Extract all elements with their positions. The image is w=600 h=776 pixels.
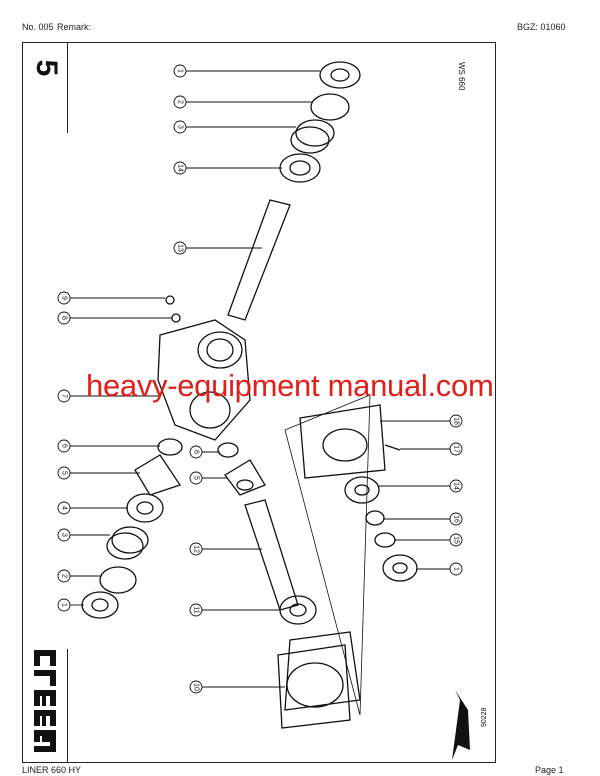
parts-outline	[81, 61, 418, 729]
callout-label: 3	[177, 125, 184, 129]
callout-top-2: 2	[173, 95, 312, 109]
callout-label: 18	[453, 417, 460, 425]
doc-number: No. 005	[22, 22, 54, 32]
callout-label: 14	[453, 482, 460, 490]
callout-left-5: 5	[57, 466, 140, 480]
callout-label: 1	[177, 69, 184, 73]
callout-label: 5	[193, 476, 200, 480]
bgz-code: BGZ: 01060	[517, 22, 566, 32]
callout-left-4: 4	[57, 501, 128, 515]
remark-label: Remark:	[57, 22, 92, 32]
callout-label: 2	[61, 574, 68, 578]
callout-label: 5	[61, 471, 68, 475]
callout-middle-11: 11	[189, 603, 280, 617]
callout-middle-10: 10	[189, 680, 285, 694]
callout-left-9: 9	[57, 291, 165, 305]
callout-right-15: 15	[394, 533, 463, 547]
callout-label: 9	[61, 296, 68, 300]
callout-label: 11	[193, 606, 200, 613]
callout-label: 14	[177, 164, 184, 172]
callout-middle-6: 6	[189, 445, 220, 459]
callout-label: 1	[453, 567, 460, 571]
callout-label: 17	[453, 445, 460, 453]
claas-logo	[34, 650, 56, 752]
callout-label: 12	[193, 545, 200, 553]
drawing-frame	[22, 42, 496, 763]
callout-label: 13	[177, 244, 184, 252]
callout-left-1: 1	[57, 598, 84, 612]
callout-label: 16	[453, 515, 460, 523]
callout-label: 8	[61, 316, 68, 320]
model-name: LINER 660 HY	[22, 765, 82, 775]
callout-label: 7	[61, 394, 68, 398]
callout-label: 2	[177, 100, 184, 104]
direction-arrow	[452, 690, 470, 760]
callout-left-7: 7	[57, 389, 160, 403]
callout-top-3: 3	[173, 120, 296, 134]
callout-middle-5: 5	[189, 471, 228, 485]
callout-label: 4	[61, 506, 68, 510]
callout-label: 15	[453, 536, 460, 544]
callout-right-17: 17	[400, 442, 463, 456]
callout-label: 10	[193, 683, 200, 691]
callout-left-6: 6	[57, 439, 160, 453]
callout-middle-12: 12	[189, 542, 262, 556]
callout-label: 3	[61, 533, 68, 537]
callout-left-2: 2	[57, 569, 102, 583]
divider-top	[67, 43, 68, 133]
divider-bottom	[67, 649, 68, 762]
callout-top-14: 14	[173, 161, 282, 175]
callout-right-16: 16	[383, 512, 463, 526]
callout-left-3: 3	[57, 528, 110, 542]
callout-right-18: 18	[380, 414, 463, 428]
callout-left-8: 8	[57, 311, 172, 325]
callout-right-14: 14	[378, 479, 463, 493]
callout-right-1: 1	[416, 562, 463, 576]
callout-label: 6	[61, 444, 68, 448]
watermark: heavy-equipment manual.com	[86, 368, 494, 403]
page-number: Page 1	[535, 765, 564, 775]
callout-label: 1	[61, 603, 68, 607]
callout-top-1: 1	[173, 64, 320, 78]
callout-top-13: 13	[173, 241, 262, 255]
callout-label: 6	[193, 450, 200, 454]
